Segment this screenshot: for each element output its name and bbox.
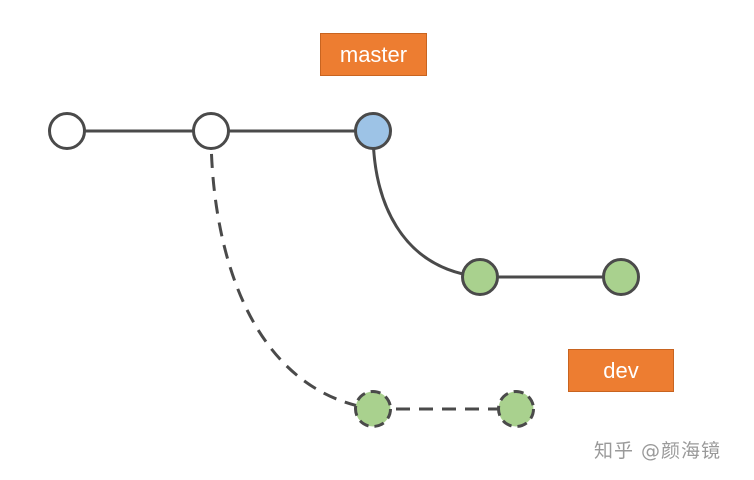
commit-node-1 — [48, 112, 86, 150]
watermark: 知乎 @颜海镜 — [594, 440, 722, 462]
dev-branch-label: dev — [568, 349, 674, 392]
commit-node-2 — [192, 112, 230, 150]
master-branch-label: master — [320, 33, 427, 76]
dev-label-text: dev — [603, 357, 639, 383]
commit-node-master — [354, 112, 392, 150]
edge-branch-curve — [371, 130, 481, 279]
commit-node-dev-2 — [497, 390, 535, 428]
master-label-text: master — [339, 41, 408, 67]
edge-dev-curve-dashed — [209, 130, 374, 411]
commit-node-green-1 — [461, 258, 499, 296]
commit-node-green-2 — [602, 258, 640, 296]
commit-node-dev-1 — [354, 390, 392, 428]
